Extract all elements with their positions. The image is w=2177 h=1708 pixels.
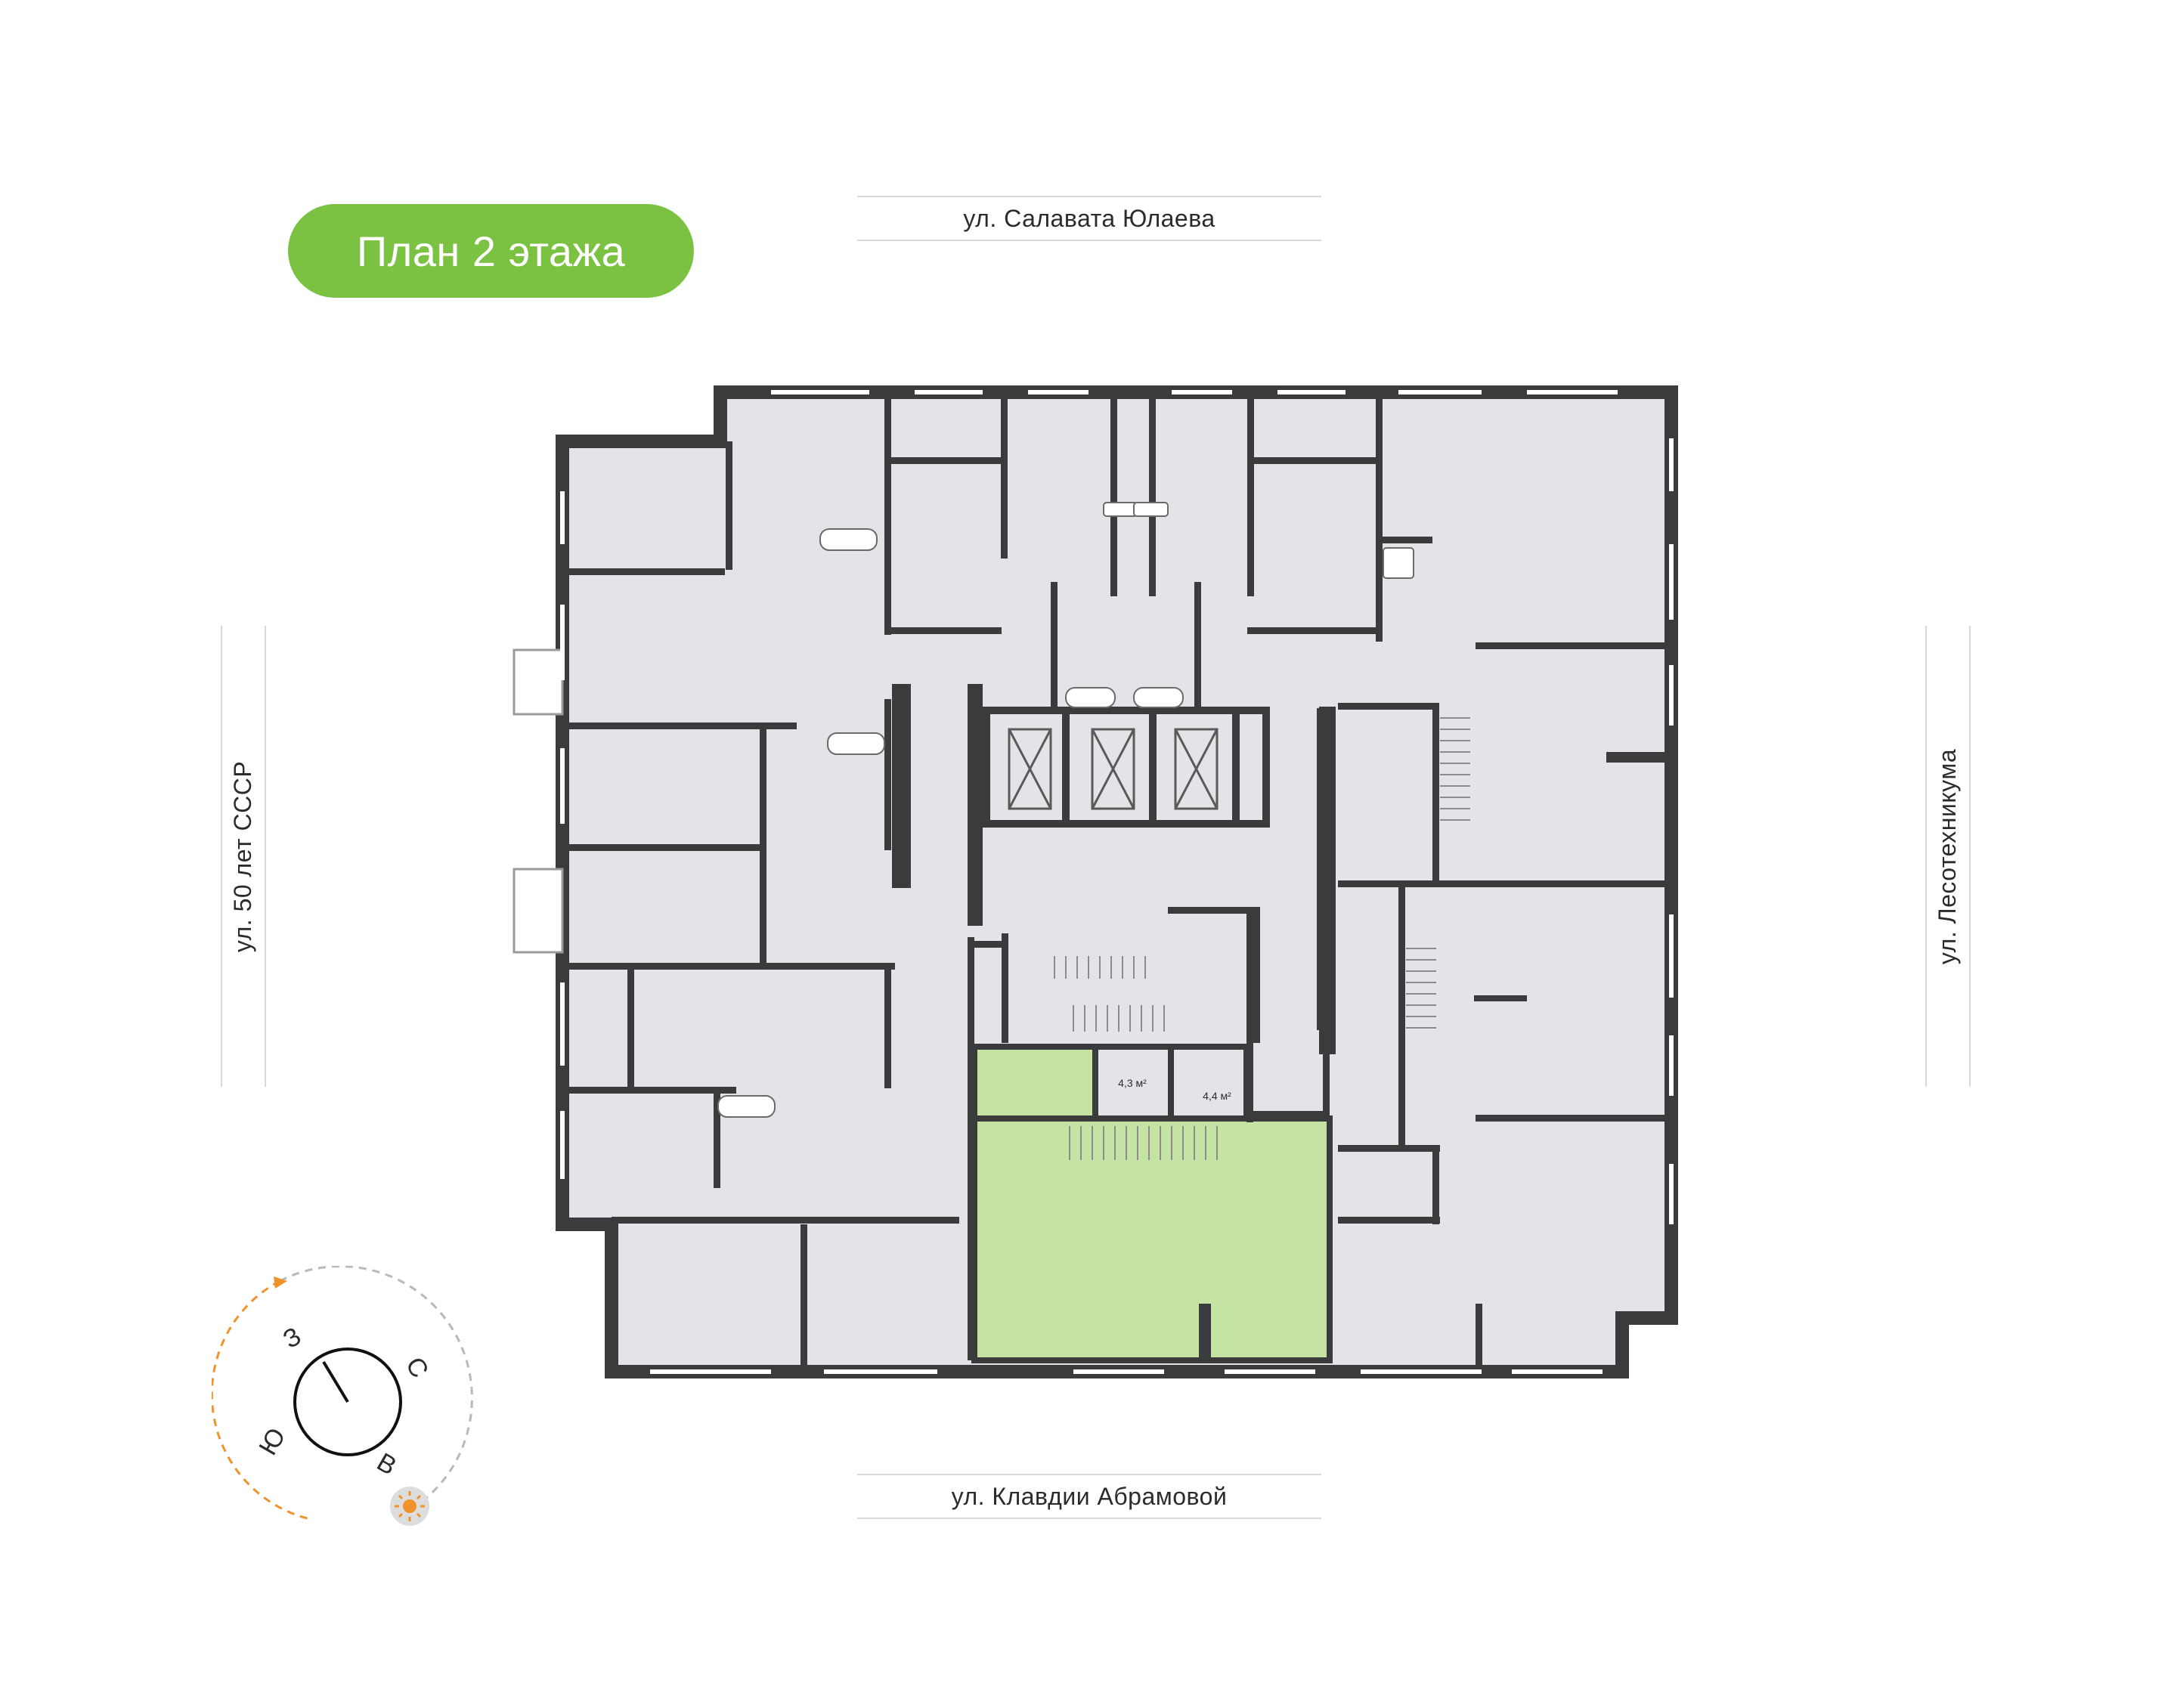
storage-2-area: 4,4 м² [1203, 1090, 1231, 1102]
balcony-1 [513, 648, 564, 716]
compass-label-north: С [400, 1352, 434, 1382]
column-highlighted [1199, 1304, 1211, 1360]
balconies [513, 648, 564, 954]
sun-icon [390, 1487, 429, 1526]
sun-path-arrow-icon [274, 1276, 287, 1289]
interior-walls [562, 392, 1671, 1372]
building-outline [556, 385, 1678, 1378]
elevator-shafts [1008, 728, 1219, 810]
building-footprint [556, 385, 1678, 1378]
sun-path-orange [212, 1279, 311, 1521]
street-label-west: ул. 50 лет СССР [221, 626, 266, 1087]
floor-plan-title-badge: План 2 этажа [288, 204, 694, 298]
central-stairs [1054, 956, 1165, 1032]
sun-path-gray [279, 1266, 473, 1517]
compass-label-east: В [372, 1447, 401, 1481]
storage-1-area: 4,3 м² [1118, 1077, 1147, 1089]
highlighted-unit-main [971, 1115, 1333, 1363]
east-stairs [1406, 717, 1470, 1029]
balcony-2 [513, 868, 564, 954]
compass-dial [293, 1348, 402, 1456]
street-label-north: ул. Салавата Юлаева [857, 196, 1321, 241]
compass-label-west: З [278, 1322, 306, 1354]
compass-label-south: Ю [253, 1423, 291, 1460]
street-label-east: ул. Лесотехникума [1925, 626, 1971, 1087]
highlighted-unit[interactable] [971, 1044, 1333, 1363]
street-label-south: ул. Клавдии Абрамовой [857, 1474, 1321, 1519]
bathroom-fixtures [717, 502, 1414, 1118]
elevator-3 [1174, 728, 1219, 810]
compass-needle [322, 1360, 349, 1403]
compass-rose: З С Ю В [212, 1266, 473, 1526]
floor-plan-title: План 2 этажа [356, 227, 626, 275]
highlighted-unit-storage-right [1168, 1044, 1250, 1122]
highlighted-unit-vestibule [971, 1044, 1098, 1122]
elevator-2 [1091, 728, 1135, 810]
stairs-highlighted [1069, 1126, 1218, 1160]
windows [560, 390, 1674, 1374]
elevator-1 [1008, 728, 1052, 810]
